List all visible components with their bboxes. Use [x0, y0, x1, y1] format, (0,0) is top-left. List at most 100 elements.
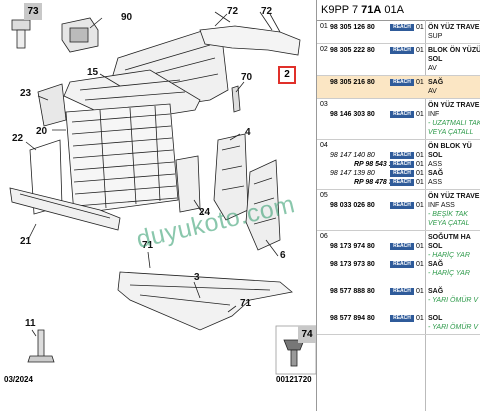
callout-24: 24 [199, 207, 211, 218]
part-line: VEYA ÇATAL [317, 219, 480, 228]
title-bold: 71A [361, 4, 382, 16]
part-description: AV [428, 65, 437, 72]
reach-badge: REACH [390, 161, 414, 168]
quantity: 01 [416, 261, 424, 268]
reach-badge: REACH [390, 170, 414, 177]
part-description: ÖN YÜZ TRAVE [428, 102, 480, 109]
part-description: ÖN YÜZ TRAVE [428, 193, 480, 200]
part-number[interactable]: 98 146 303 80 [330, 111, 375, 118]
part-line: - UZATMALI TAK [317, 119, 480, 128]
reach-badge: REACH [390, 79, 414, 86]
part-number[interactable]: 98 577 894 80 [330, 315, 375, 322]
callout-21: 21 [20, 236, 32, 247]
reach-badge: REACH [390, 288, 414, 295]
part-number[interactable]: 98 173 973 80 [330, 261, 375, 268]
quantity: 01 [416, 24, 424, 31]
part-description: SOL [428, 152, 443, 159]
callout-3: 3 [194, 272, 200, 283]
part-line: ÖN YÜZ TRAVE [317, 192, 480, 201]
column-divider [425, 20, 426, 411]
reach-badge: REACH [390, 24, 414, 31]
quantity: 01 [416, 111, 424, 118]
part-description: SAĞ [428, 170, 444, 177]
part-number[interactable]: 98 577 888 80 [330, 288, 375, 295]
group-number: 03 [320, 101, 328, 108]
part-number[interactable]: 98 147 140 80 [330, 152, 375, 159]
part-description: SUP [428, 33, 443, 40]
part-description: ASS [428, 161, 443, 168]
title-suffix: 01A [381, 4, 404, 16]
group-number: 06 [320, 233, 328, 240]
part-description: - YARI ÖMÜR V [428, 297, 479, 304]
exploded-parts-diagram: 73 90 72 72 2 15 70 23 4 22 20 6 24 71 2… [4, 3, 316, 384]
quantity: 01 [416, 47, 424, 54]
quantity: 01 [416, 202, 424, 209]
quantity: 01 [416, 288, 424, 295]
part-description: - HARİÇ YAR [428, 252, 470, 259]
part-number[interactable]: 98 305 216 80 [330, 79, 375, 86]
callout-70: 70 [241, 72, 253, 83]
callout-72b: 72 [261, 6, 273, 17]
quantity: 01 [416, 179, 424, 186]
part-number[interactable]: RP 98 543 171 80 [354, 161, 411, 168]
part-line: AV [317, 87, 480, 96]
part-line: SUP [317, 32, 480, 41]
part-number[interactable]: 98 305 126 80 [330, 24, 375, 31]
part-number[interactable]: 98 033 026 80 [330, 202, 375, 209]
part-description: SAĞ [428, 261, 444, 268]
diagram-reference: 00121720 [276, 375, 312, 384]
reach-badge: REACH [390, 243, 414, 250]
part-description: ÖN BLOK YÜ [428, 143, 472, 150]
group-number: 02 [320, 46, 328, 53]
reach-badge: REACH [390, 261, 414, 268]
callout-6: 6 [280, 250, 286, 261]
part-line: SOL [317, 55, 480, 64]
part-number[interactable]: 98 147 139 80 [330, 170, 375, 177]
reach-badge: REACH [390, 47, 414, 54]
part-description: INF ASS [428, 202, 455, 209]
callout-20: 20 [36, 126, 48, 137]
part-number[interactable]: RP 98 478 398 80 [354, 179, 411, 186]
part-line: - HARİÇ YAR [317, 251, 480, 260]
quantity: 01 [416, 243, 424, 250]
reach-badge: REACH [390, 315, 414, 322]
part-description: INF [428, 111, 440, 118]
callout-15: 15 [87, 67, 99, 78]
part-description: SAĞ [428, 288, 444, 295]
part-description: SOL [428, 243, 443, 250]
part-description: BLOK ÖN YÜZÜ [428, 47, 480, 54]
part-description: ASS [428, 179, 443, 186]
part-line: SOĞUTM HA [317, 233, 480, 242]
part-line [317, 278, 480, 287]
quantity: 01 [416, 79, 424, 86]
part-line: - HARİÇ YAR [317, 269, 480, 278]
part-number[interactable]: 98 173 974 80 [330, 243, 375, 250]
part-number[interactable]: 98 305 222 80 [330, 47, 375, 54]
part-line: AV [317, 64, 480, 73]
quantity: 01 [416, 315, 424, 322]
panel-title: K9PP 7 71A 01A [317, 0, 480, 21]
title-prefix: K9PP 7 [321, 4, 362, 16]
callout-11: 11 [25, 318, 36, 329]
callout-2-highlight[interactable]: 2 [278, 66, 296, 84]
